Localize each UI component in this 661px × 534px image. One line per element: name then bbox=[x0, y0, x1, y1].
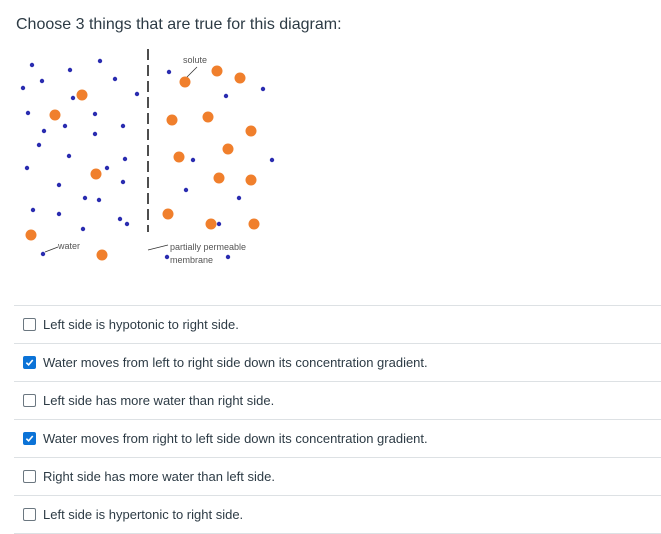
answer-label-1: Left side is hypotonic to right side. bbox=[43, 317, 239, 332]
checkmark-icon bbox=[25, 435, 34, 443]
osmosis-diagram: solute water partially permeable membran… bbox=[14, 44, 276, 276]
solute-pointer bbox=[186, 66, 198, 78]
answer-option-4[interactable]: Water moves from right to left side down… bbox=[14, 419, 661, 457]
answer-option-5[interactable]: Right side has more water than left side… bbox=[14, 457, 661, 495]
membrane-label-line1: partially permeable bbox=[170, 242, 246, 252]
answer-option-1[interactable]: Left side is hypotonic to right side. bbox=[14, 305, 661, 343]
solute-label: solute bbox=[183, 55, 207, 65]
answer-label-3: Left side has more water than right side… bbox=[43, 393, 275, 408]
answer-label-5: Right side has more water than left side… bbox=[43, 469, 275, 484]
answer-label-6: Left side is hypertonic to right side. bbox=[43, 507, 244, 522]
question-prompt: Choose 3 things that are true for this d… bbox=[16, 16, 342, 33]
membrane-label-line2: membrane bbox=[170, 255, 213, 265]
diagram-svg: solute water partially permeable membran… bbox=[20, 49, 275, 265]
water-pointer bbox=[44, 246, 59, 253]
checkmark-icon bbox=[25, 359, 34, 367]
water-molecules-right bbox=[164, 69, 275, 260]
answer-option-6[interactable]: Left side is hypertonic to right side. bbox=[14, 495, 661, 534]
solute-molecules-right bbox=[162, 65, 260, 230]
answer-checkbox-1[interactable] bbox=[23, 318, 36, 331]
water-molecules-left bbox=[20, 58, 140, 257]
answer-checkbox-3[interactable] bbox=[23, 394, 36, 407]
answer-label-4: Water moves from right to left side down… bbox=[43, 431, 428, 446]
solute-molecules-left bbox=[25, 89, 108, 261]
answer-checkbox-2[interactable] bbox=[23, 356, 36, 369]
answer-label-2: Water moves from left to right side down… bbox=[43, 355, 428, 370]
water-label: water bbox=[57, 241, 80, 251]
answer-option-2[interactable]: Water moves from left to right side down… bbox=[14, 343, 661, 381]
answer-list: Left side is hypotonic to right side. Wa… bbox=[14, 305, 661, 534]
answer-checkbox-5[interactable] bbox=[23, 470, 36, 483]
answer-checkbox-6[interactable] bbox=[23, 508, 36, 521]
membrane-pointer bbox=[147, 244, 169, 251]
answer-checkbox-4[interactable] bbox=[23, 432, 36, 445]
answer-option-3[interactable]: Left side has more water than right side… bbox=[14, 381, 661, 419]
